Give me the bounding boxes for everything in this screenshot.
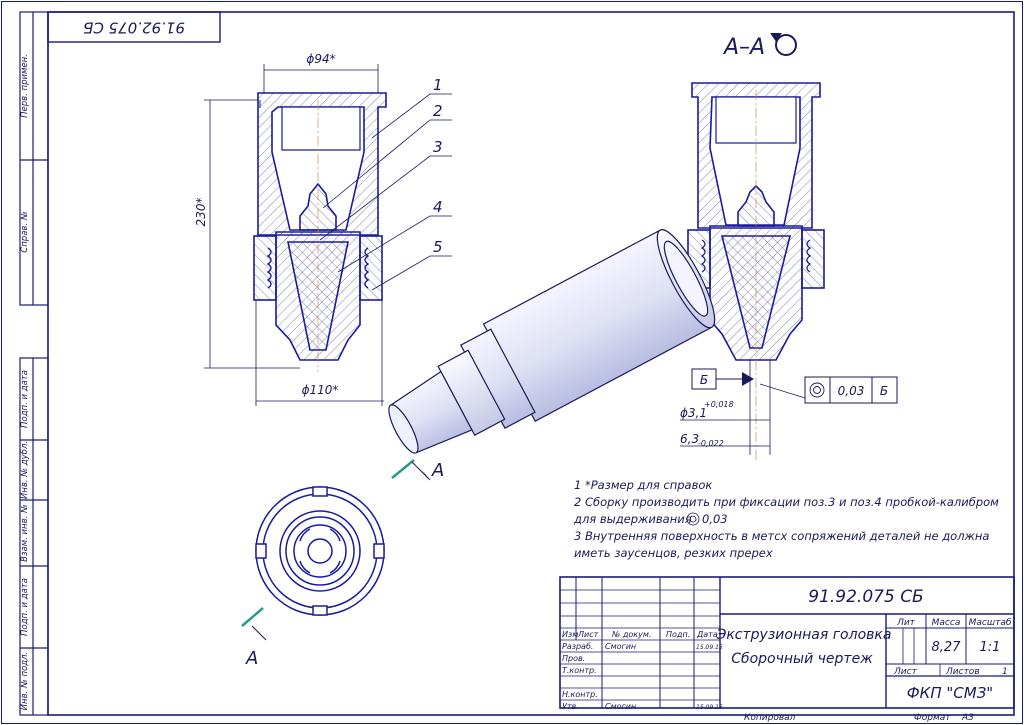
role-date: 15.09.15 bbox=[696, 704, 723, 711]
tolerance-datum: Б bbox=[880, 384, 888, 398]
position-label: 5 bbox=[433, 238, 443, 256]
note-line: для выдерживания bbox=[573, 512, 692, 526]
concentricity-icon bbox=[809, 382, 825, 398]
role-label: Пров. bbox=[562, 654, 585, 663]
position-label: 2 bbox=[433, 102, 443, 120]
section-cut-marks: А А bbox=[241, 459, 444, 669]
col-lit: Лит bbox=[896, 618, 916, 628]
note-line: 3 Внутренняя поверхность в метсх сопряже… bbox=[574, 529, 989, 543]
role-label: Н.контр. bbox=[562, 690, 598, 699]
isometric-view bbox=[388, 229, 716, 454]
organization: ФКП "СМЗ" bbox=[907, 684, 993, 702]
note-line: иметь заусенцов, резких пререх bbox=[574, 546, 773, 560]
title-block-text: 91.92.075 СБ Экструзионная головка Сборо… bbox=[562, 587, 1012, 723]
side-stamp-labels: Перв. примен. Справ. № Подп. и дата Инв.… bbox=[20, 54, 30, 710]
format-label: Формат bbox=[914, 713, 951, 723]
title-name-line1: Экструзионная головка bbox=[716, 627, 892, 643]
copied-label: Копировал bbox=[744, 713, 796, 723]
position-label: 1 bbox=[433, 76, 443, 94]
role-date: 15.09.15 bbox=[696, 644, 723, 651]
row-header: № докум. bbox=[611, 630, 651, 639]
sheet-label: Лист bbox=[893, 667, 918, 677]
nut-right bbox=[359, 235, 383, 301]
datum-marker: Б bbox=[691, 368, 754, 390]
note-value: 0,03 bbox=[702, 512, 728, 526]
format-value: А3 bbox=[961, 713, 974, 723]
dim-bottom-diameter: ϕ110* bbox=[302, 383, 339, 397]
cone-insert bbox=[287, 241, 349, 351]
role-label: Разраб. bbox=[562, 642, 593, 651]
scale-value: 1:1 bbox=[980, 640, 1001, 655]
role-name: Смогин bbox=[605, 642, 636, 651]
view-marker: А bbox=[245, 648, 258, 669]
title-name-line2: Сборочный чертеж bbox=[731, 651, 873, 667]
side-stamp-label: Подп. и дата bbox=[20, 370, 30, 428]
mass-value: 8,27 bbox=[932, 640, 962, 655]
nut-left bbox=[253, 235, 277, 301]
side-stamp-column bbox=[19, 11, 49, 716]
main-section-view bbox=[253, 92, 387, 372]
position-leaders bbox=[319, 93, 452, 291]
section-label: А–А bbox=[722, 35, 765, 60]
technical-notes: 1 *Размер для справок 2 Сборку производи… bbox=[573, 478, 999, 560]
datum-letter: Б bbox=[700, 373, 708, 387]
plug bbox=[299, 182, 337, 231]
view-marker: А bbox=[431, 460, 444, 481]
title-block-grid bbox=[559, 576, 1015, 709]
note-line: 1 *Размер для справок bbox=[574, 478, 712, 492]
rotated-doc-number: 91.92.075 СБ bbox=[83, 19, 185, 37]
end-view bbox=[255, 486, 385, 616]
dim-tip-tolerance: -0,022 bbox=[698, 439, 724, 448]
rotated-doc-number-box: 91.92.075 СБ bbox=[47, 11, 221, 43]
row-header: Подп. bbox=[666, 630, 690, 639]
rotation-symbol bbox=[770, 33, 797, 56]
side-stamp-label: Подп. и дата bbox=[20, 578, 30, 636]
dim-bore-tolerance: +0,018 bbox=[704, 400, 734, 409]
position-label: 3 bbox=[433, 138, 443, 156]
tip-dimensions bbox=[680, 360, 771, 455]
tolerance-value: 0,03 bbox=[838, 384, 865, 398]
dim-top-diameter: ϕ94* bbox=[306, 52, 335, 66]
dim-bore: ϕ3,1 bbox=[680, 406, 707, 420]
thread-marks bbox=[266, 247, 370, 289]
side-stamp-label: Справ. № bbox=[20, 211, 30, 253]
position-label: 4 bbox=[433, 198, 443, 216]
title-designation: 91.92.075 СБ bbox=[808, 587, 923, 607]
col-mass: Масса bbox=[932, 618, 961, 628]
tolerance-frame: 0,03 Б bbox=[759, 376, 898, 404]
side-stamp-label: Взам. инв. № bbox=[20, 504, 30, 562]
dim-tip: 6,3 bbox=[680, 432, 699, 446]
position-numbers: 1 2 3 4 5 bbox=[433, 76, 443, 256]
side-stamp-label: Инв. № подл. bbox=[20, 652, 30, 711]
role-label: Утв. bbox=[562, 702, 579, 711]
role-name: Смогин bbox=[605, 702, 636, 711]
dim-height: 230* bbox=[194, 198, 208, 227]
role-label: Т.контр. bbox=[562, 666, 597, 675]
col-scale: Масштаб bbox=[969, 618, 1012, 628]
dimension-lines bbox=[204, 64, 384, 406]
row-header: Лист bbox=[577, 630, 599, 639]
note-line: 2 Сборку производить при фиксации поз.3 … bbox=[574, 495, 999, 509]
sheets-label: Листов bbox=[945, 667, 980, 677]
concentricity-icon bbox=[686, 512, 700, 526]
section-aa-view bbox=[687, 82, 825, 460]
row-header: Дата bbox=[696, 630, 718, 639]
side-stamp-label: Перв. примен. bbox=[20, 54, 30, 118]
sheets-count: 1 bbox=[1002, 667, 1008, 677]
side-stamp-label: Инв. № дубл. bbox=[20, 441, 30, 499]
row-header: Изм bbox=[562, 630, 578, 639]
